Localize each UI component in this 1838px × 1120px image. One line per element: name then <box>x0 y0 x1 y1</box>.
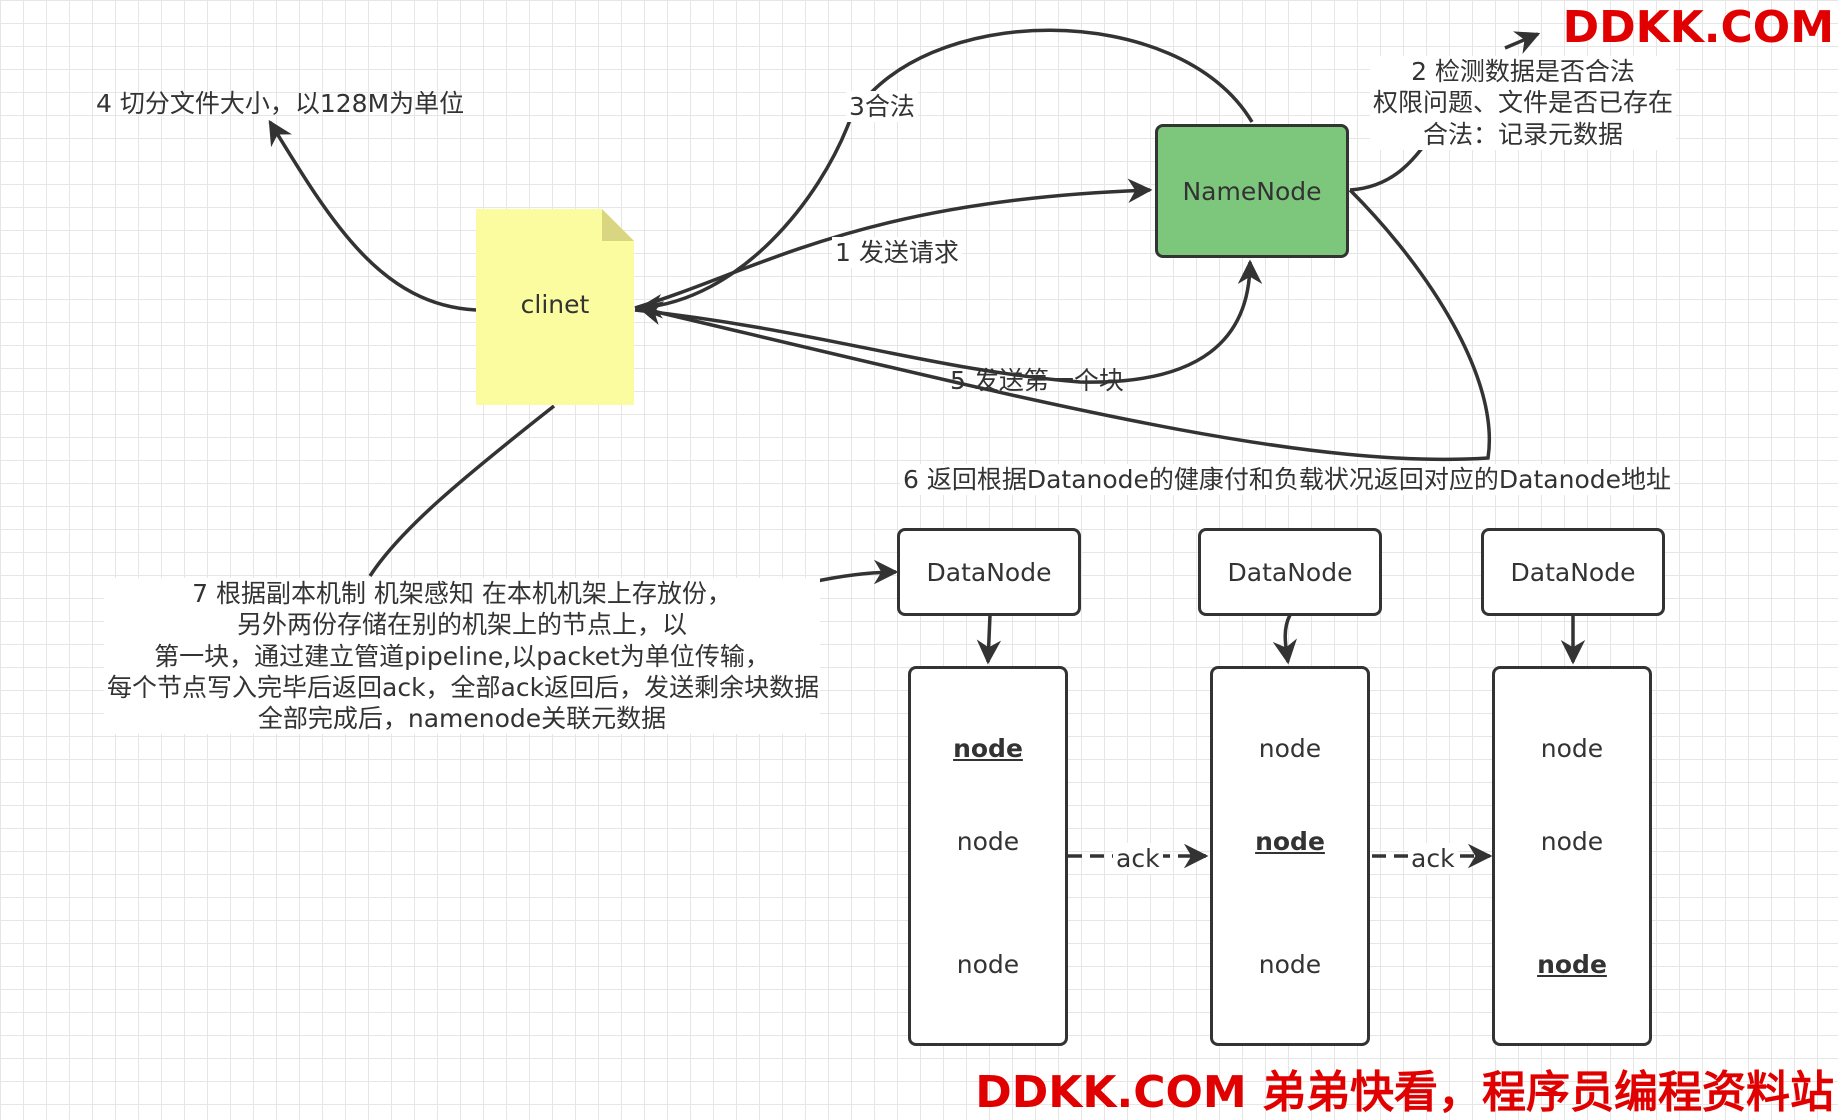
step7-line-5: 全部完成后，namenode关联元数据 <box>257 704 667 733</box>
namenode-box: NameNode <box>1155 124 1349 258</box>
step3-label: 3合法 <box>846 91 918 123</box>
step7-line-4: 每个节点写入完毕后返回ack，全部ack返回后，发送剩余块数据 <box>107 672 820 702</box>
step7-line-2: 另外两份存储在别的机架上的节点上，以 <box>236 610 687 640</box>
step7-line-1: 7 根据副本机制 机架感知 在本机机架上存放份， <box>192 579 732 608</box>
step2-line-3: 合法：记录元数据 <box>1422 119 1623 149</box>
step2-label: 2 检测数据是否合法 权限问题、文件是否已存在 合法：记录元数据 <box>1370 56 1676 150</box>
step1-label: 1 发送请求 <box>832 237 962 269</box>
step5-label: 5 发送第一个块 <box>950 366 1124 395</box>
rack-2-node-3: node <box>1258 950 1322 979</box>
arrow-dn2-rack <box>1272 614 1298 665</box>
step4-label: 4 切分文件大小，以128M为单位 <box>96 89 465 118</box>
step7-label: 7 根据副本机制 机架感知 在本机机架上存放份， 另外两份存储在别的机架上的节点… <box>104 578 820 735</box>
arrow-dn1-rack <box>976 614 1002 665</box>
step7-line-3: 第一块，通过建立管道pipeline,以packet为单位传输， <box>154 641 770 671</box>
rack-3-node-3: node <box>1537 950 1607 979</box>
arrow-replica-line <box>368 404 556 577</box>
client-note <box>476 209 634 405</box>
datanode-box-3: DataNode <box>1481 528 1665 616</box>
watermark-bottom: DDKK.COM 弟弟快看，程序员编程资料站 <box>975 1067 1834 1118</box>
rack-2 <box>1210 666 1370 1046</box>
rack-1 <box>908 666 1068 1046</box>
arrow-first-block <box>634 259 1263 384</box>
arrow-check-tip <box>1504 31 1541 54</box>
rack-2-node-1: node <box>1258 734 1322 763</box>
rack-2-node-2: node <box>1255 827 1325 856</box>
ack-label-2: ack <box>1408 843 1458 875</box>
rack-1-node-2: node <box>956 827 1020 856</box>
rack-3-node-1: node <box>1540 734 1604 763</box>
ack-label-1: ack <box>1113 843 1163 875</box>
arrow-to-datanode <box>811 559 899 585</box>
arrow-send-request <box>634 178 1153 310</box>
arrow-return-address <box>637 188 1492 462</box>
watermark-top: DDKK.COM <box>1562 2 1834 53</box>
datanode-box-2: DataNode <box>1198 528 1382 616</box>
arrow-split <box>268 119 477 312</box>
client-label: clinet <box>520 290 590 319</box>
step6-label: 6 返回根据Datanode的健康付和负载状况返回对应的Datanode地址 <box>900 464 1675 496</box>
rack-3 <box>1492 666 1652 1046</box>
rack-1-node-1: node <box>953 734 1023 763</box>
rack-1-node-3: node <box>956 950 1020 979</box>
step2-line-2: 权限问题、文件是否已存在 <box>1373 88 1674 118</box>
datanode-box-1: DataNode <box>897 528 1081 616</box>
rack-3-node-2: node <box>1540 827 1604 856</box>
step2-line-1: 2 检测数据是否合法 <box>1411 57 1635 86</box>
